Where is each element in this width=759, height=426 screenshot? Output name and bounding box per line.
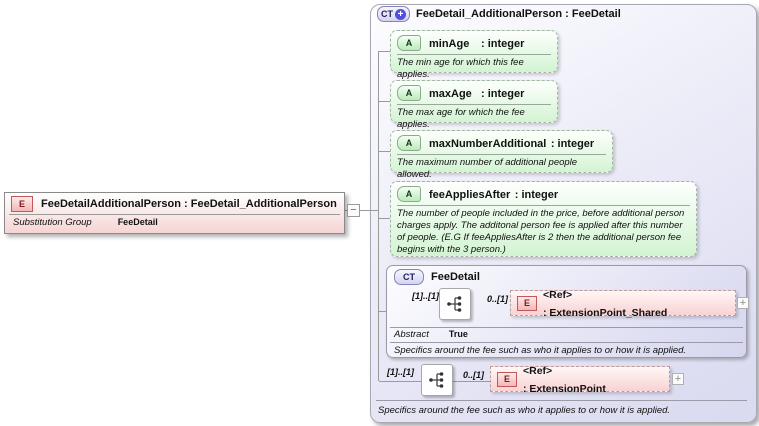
connector-stub-feeappliesafter [378, 218, 390, 219]
connector-stub-maxnumber [378, 151, 390, 152]
cardinality-label: [1]..[1] [412, 291, 439, 301]
complex-type-icon: CT+ [377, 6, 410, 22]
attribute-type: : integer [550, 138, 595, 150]
connector-root-to-type [345, 210, 378, 211]
complex-type-header: CT+ FeeDetail_AdditionalPerson : FeeDeta… [377, 6, 621, 22]
attribute-node-feeappliesafter[interactable]: A feeAppliesAfter : integer The number o… [390, 181, 697, 257]
ref-element-type: : ExtensionPoint_Shared [543, 307, 668, 319]
sequence-compositor-icon[interactable] [421, 364, 453, 396]
derived-plus-icon: + [395, 8, 406, 20]
abstract-row: Abstract True [394, 329, 468, 340]
expand-button[interactable]: + [737, 297, 749, 309]
connector-stub-sequence [379, 381, 421, 382]
connector-stub-feedetail [378, 311, 387, 312]
connector-sequence-to-ref [453, 381, 490, 382]
attribute-icon: A [397, 35, 421, 51]
substitution-group-label: Substitution Group [13, 217, 92, 228]
ref-element-node-extensionpoint[interactable]: E <Ref> : ExtensionPoint [490, 365, 670, 395]
base-type-divider [390, 327, 743, 328]
attribute-description: The max age for which the fee applies. [397, 107, 525, 131]
complex-type-title: FeeDetail_AdditionalPerson : FeeDetail [416, 8, 621, 20]
attribute-name: feeAppliesAfter [429, 189, 511, 201]
base-type-description: Specifics around the fee such as who it … [394, 345, 687, 356]
cardinality-label: [1]..[1] [387, 367, 414, 377]
container-description: Specifics around the fee such as who it … [378, 405, 671, 416]
attribute-description: The min age for which this fee applies. [397, 57, 524, 81]
ref-element-name: <Ref> [543, 289, 573, 301]
cardinality-label: 0..[1] [463, 370, 485, 380]
root-element-title: FeeDetailAdditionalPerson : FeeDetail_Ad… [41, 198, 337, 210]
attribute-icon: A [397, 85, 421, 101]
base-type-title: FeeDetail [431, 271, 480, 283]
sequence-compositor-icon[interactable] [439, 288, 471, 320]
attribute-type: : integer [481, 38, 525, 50]
cardinality-label: 0..[1] [487, 294, 509, 304]
base-type-header: CT FeeDetail [394, 269, 480, 285]
element-icon: E [497, 371, 517, 387]
attribute-divider [397, 205, 690, 206]
root-element-node[interactable]: E FeeDetailAdditionalPerson : FeeDetail_… [4, 192, 345, 234]
attribute-icon: A [397, 186, 421, 202]
attribute-node-maxnumberadditional[interactable]: A maxNumberAdditional : integer The maxi… [390, 130, 613, 180]
attribute-node-maxage[interactable]: A maxAge : integer The max age for which … [390, 80, 558, 130]
attribute-icon: A [397, 135, 421, 151]
attribute-divider [397, 104, 551, 105]
attribute-name: minAge [429, 38, 470, 50]
attribute-type: : integer [481, 88, 525, 100]
attribute-divider [397, 54, 551, 55]
attribute-name: maxAge [429, 88, 472, 100]
base-type-divider [390, 342, 743, 343]
element-icon: E [517, 295, 537, 311]
collapse-button[interactable]: − [347, 204, 360, 217]
abstract-label: Abstract [394, 329, 429, 340]
ref-element-type: : ExtensionPoint [523, 383, 606, 395]
element-icon: E [11, 196, 33, 212]
attribute-type: : integer [514, 189, 559, 201]
container-divider [376, 400, 747, 401]
root-element-divider [9, 214, 340, 215]
substitution-group-value: FeeDetail [117, 217, 158, 227]
ref-element-node-extensionpoint-shared[interactable]: E <Ref> : ExtensionPoint_Shared [510, 289, 736, 319]
attribute-divider [397, 154, 606, 155]
ref-element-name: <Ref> [523, 365, 553, 377]
attribute-description: The maximum number of additional people … [397, 157, 578, 181]
attribute-description: The number of people included in the pri… [397, 208, 685, 256]
attribute-name: maxNumberAdditional [429, 138, 547, 150]
connector-spine [378, 51, 379, 381]
abstract-value: True [448, 329, 468, 339]
expand-button[interactable]: + [672, 373, 684, 385]
complex-type-icon: CT [394, 269, 424, 285]
connector-stub-minage [378, 51, 390, 52]
attribute-node-minage[interactable]: A minAge : integer The min age for which … [390, 30, 558, 80]
connector-stub-maxage [378, 101, 390, 102]
